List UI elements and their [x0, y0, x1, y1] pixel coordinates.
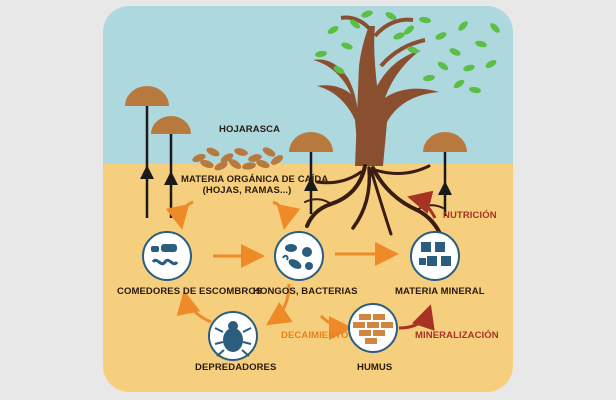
label-decaimiento: DECAIMIENTO	[281, 330, 349, 341]
arrow-decay-to-humus	[319, 314, 353, 340]
arrow-hongos-to-depredadores	[266, 283, 293, 326]
label-humus: HUMUS	[357, 362, 393, 373]
mushroom-right-1	[289, 132, 333, 214]
label-materia-organica: MATERIA ORGÁNICA DE CAÍDA (HOJAS, RAMAS.…	[181, 174, 329, 196]
label-materia-organica-line2: (HOJAS, RAMAS...)	[202, 185, 292, 196]
arrow-humus-to-mineral	[398, 304, 435, 331]
arrow-depredadores-to-comedores	[176, 290, 212, 324]
label-hongos: HONGOS, BACTERIAS	[253, 286, 358, 297]
label-nutricion: NUTRICIÓN	[443, 210, 497, 221]
soil-cycle-illustration	[103, 6, 513, 392]
leaf-litter	[192, 147, 284, 171]
flow-arrows	[165, 200, 399, 340]
nutrient-arrows	[398, 190, 437, 331]
arrow-nutrition-to-roots	[407, 190, 437, 219]
tree-leaves	[315, 10, 500, 94]
soil-cycle-card: HOJARASCA MATERIA ORGÁNICA DE CAÍDA (HOJ…	[103, 6, 513, 392]
mineral-cubes-icon	[410, 231, 460, 281]
arrow-organic-to-hongos	[272, 200, 301, 230]
arrow-organic-to-comedores	[165, 200, 194, 230]
bacteria-icon	[274, 231, 324, 281]
beetle-icon	[208, 311, 258, 361]
label-materia-organica-line1: MATERIA ORGÁNICA DE CAÍDA	[181, 174, 329, 185]
mushroom-left-2	[151, 116, 191, 218]
mushroom-right-2	[423, 132, 467, 216]
label-comedores: COMEDORES DE ESCOMBROS	[117, 286, 263, 297]
mushroom-left-1	[125, 86, 169, 218]
label-depredadores: DEPREDADORES	[195, 362, 277, 373]
label-mineralizacion: MINERALIZACIÓN	[415, 330, 499, 341]
tree	[313, 10, 500, 166]
bricks-icon	[348, 303, 398, 353]
label-hojarasca: HOJARASCA	[219, 124, 281, 135]
label-materia-mineral: MATERIA MINERAL	[395, 286, 485, 297]
worms-mites-icon	[142, 231, 192, 281]
